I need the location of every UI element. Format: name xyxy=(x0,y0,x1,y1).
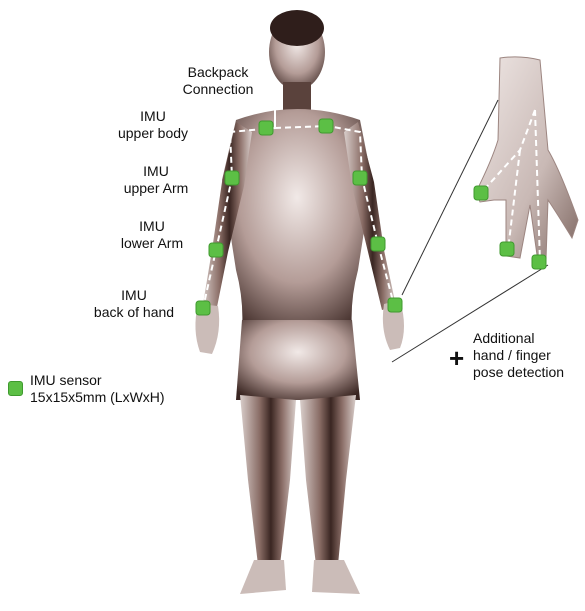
label-imu-back-of-hand: IMU back of hand xyxy=(74,287,194,321)
sensor-finger-2 xyxy=(500,242,514,256)
plus-sign: + xyxy=(449,345,464,371)
label-imu-upper-arm: IMU upper Arm xyxy=(106,163,206,197)
label-imu-lower-arm: IMU lower Arm xyxy=(102,218,202,252)
sensor-upper-arm-left xyxy=(225,171,239,185)
sensor-lower-arm-left xyxy=(209,243,223,257)
sensor-lower-arm-right xyxy=(371,237,385,251)
sensor-hand-right xyxy=(388,298,402,312)
imu-sensor-legend-icon xyxy=(8,381,23,396)
sensor-upper-arm-right xyxy=(353,171,367,185)
label-backpack-connection: Backpack Connection xyxy=(168,64,268,98)
sensor-hand-left xyxy=(196,301,210,315)
legend-text: IMU sensor 15x15x5mm (LxWxH) xyxy=(30,372,165,406)
label-additional-hand-finger-pose: Additional hand / finger pose detection xyxy=(473,330,564,381)
sensor-finger-3 xyxy=(532,255,546,269)
sensor-upper-body-left xyxy=(259,121,273,135)
label-imu-upper-body: IMU upper body xyxy=(98,108,208,142)
hand-inset-illustration xyxy=(476,57,578,262)
sensor-upper-body-right xyxy=(319,119,333,133)
sensor-finger-1 xyxy=(474,186,488,200)
